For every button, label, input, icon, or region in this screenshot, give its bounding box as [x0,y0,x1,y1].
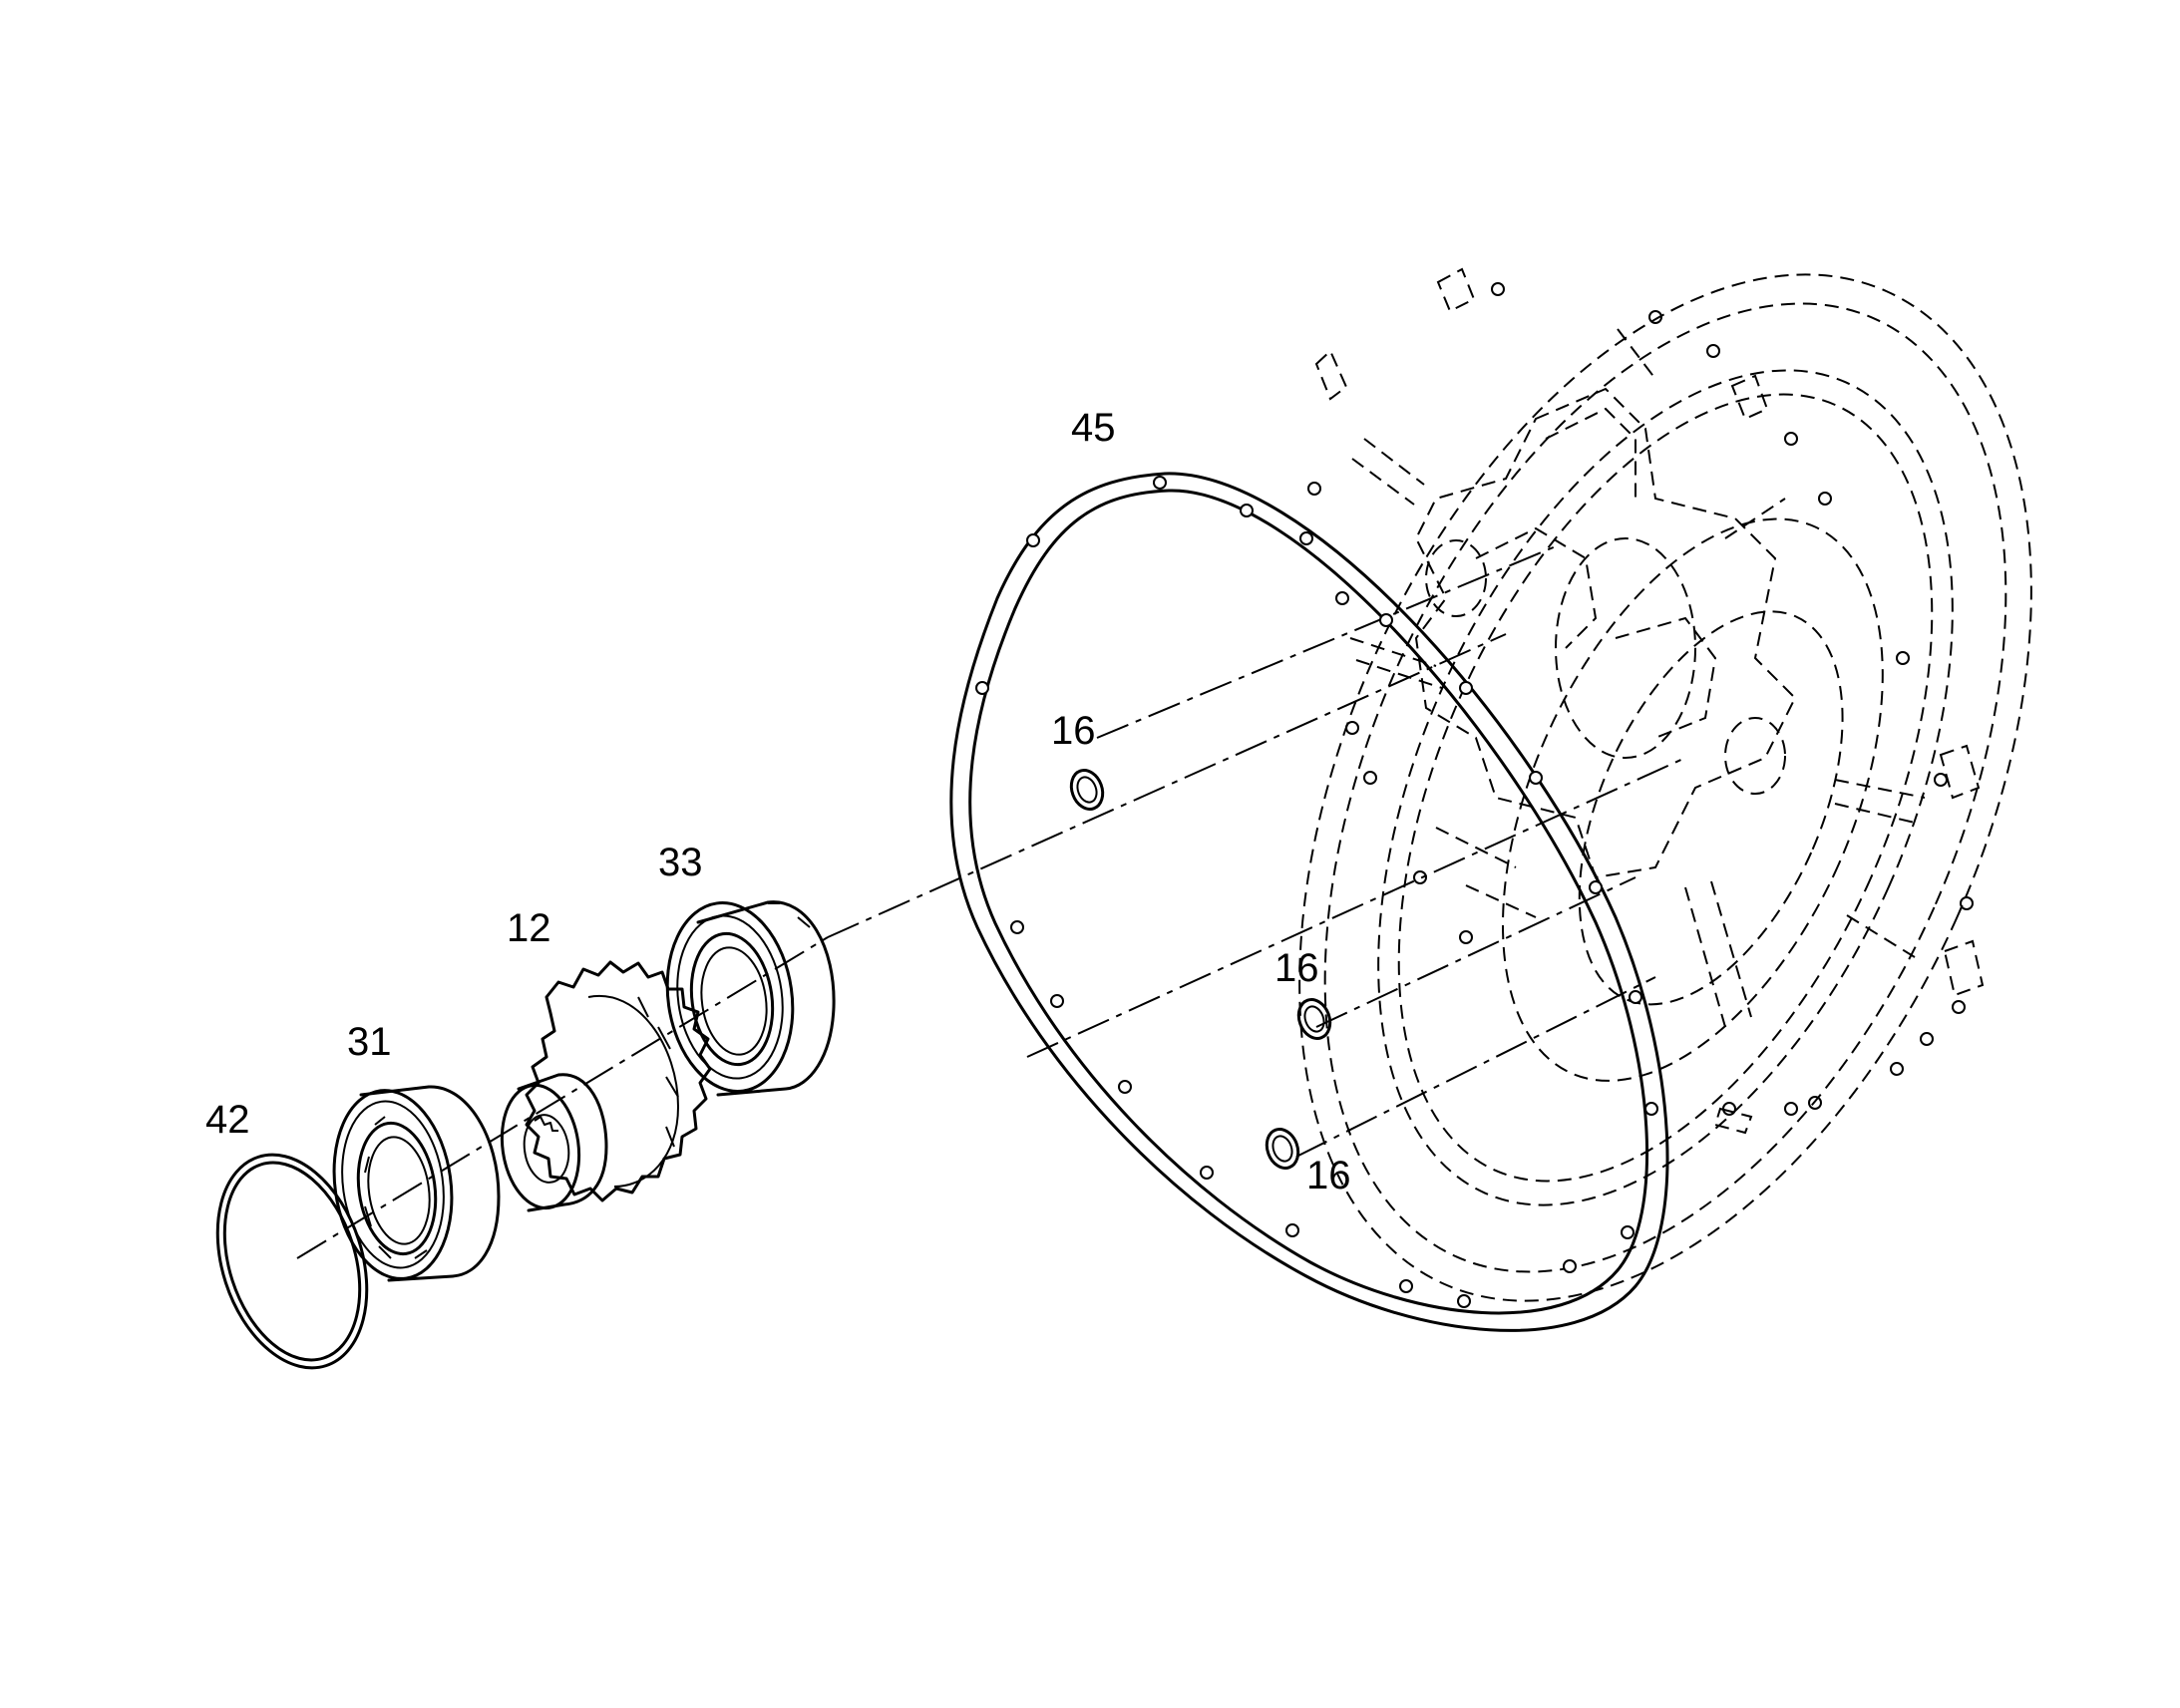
o-ring-16-middle [1296,998,1332,1040]
housing-lugs [1314,267,1985,1135]
gasket-bolt-holes [975,476,1658,1308]
gear-12 [500,960,712,1212]
bearing-33 [665,900,836,1097]
callout-16-lower: 16 [1306,1154,1351,1197]
bearing-31 [332,1085,501,1282]
callout-31: 31 [347,1020,392,1064]
callout-12: 12 [507,906,551,950]
housing-ribs [1349,328,1926,1028]
snap-ring-42 [215,1153,369,1370]
housing-center-hub [1414,387,1797,879]
callout-33: 33 [658,841,703,884]
housing-cover-outline [1298,267,2032,1302]
housing-bolt-holes [1307,282,1974,1116]
callout-16-middle: 16 [1274,946,1319,990]
callout-45: 45 [1071,406,1116,450]
gasket-45 [949,472,1669,1332]
callout-42: 42 [205,1098,250,1142]
callout-16-upper: 16 [1051,709,1096,753]
o-ring-16-lower [1265,1128,1300,1170]
o-ring-16-upper [1069,769,1105,811]
callout-labels: 42 31 12 33 45 16 16 16 [205,406,1351,1197]
assembly-center-lines [296,545,1686,1259]
